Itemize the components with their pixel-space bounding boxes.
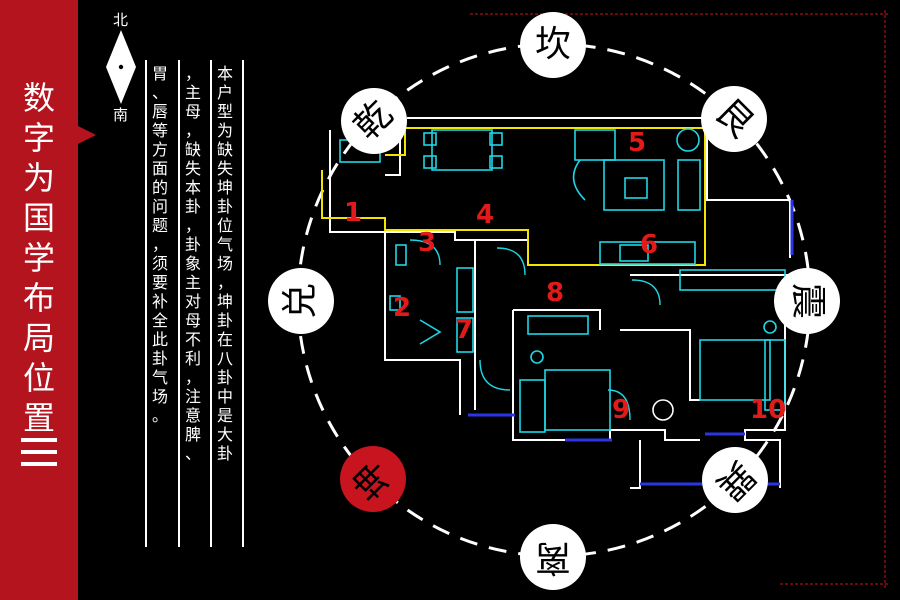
title-char: 国	[22, 199, 55, 237]
title-char: 位	[22, 359, 55, 397]
compass-needle-icon	[106, 30, 136, 104]
missing-sector-outline	[321, 127, 706, 266]
section-mark	[21, 438, 57, 474]
banner-arrow	[78, 126, 96, 144]
column-rule	[145, 60, 147, 547]
room-number: 2	[393, 293, 412, 323]
title-char: 为	[22, 159, 55, 197]
room-number: 5	[628, 128, 647, 158]
column-rule	[178, 60, 180, 547]
room-number: 6	[640, 230, 659, 260]
trigram-li: 离	[520, 524, 586, 590]
slide-title: 数字为国学布局位置	[14, 78, 64, 438]
room-number: 4	[476, 200, 495, 230]
title-char: 学	[22, 239, 55, 277]
door-swings	[409, 239, 661, 421]
room-number: 7	[455, 315, 474, 345]
title-char: 局	[22, 319, 55, 357]
room-number: 8	[546, 278, 565, 308]
title-char: 数	[22, 79, 55, 117]
room-number: 3	[418, 228, 437, 258]
north-label: 北	[113, 11, 129, 29]
room-number: 10	[750, 395, 787, 425]
title-banner	[0, 0, 78, 600]
trigram-zhen: 震	[774, 268, 840, 334]
trigram-dui: 兑	[268, 268, 334, 334]
text-column: ，主母，缺失本卦，卦象主对母不利，注意脾、	[184, 64, 201, 463]
room-number: 9	[612, 395, 631, 425]
title-char: 置	[22, 399, 55, 437]
furniture	[339, 128, 786, 433]
room-number: 1	[344, 198, 363, 228]
text-column: 本户型为缺失坤卦位气场，坤卦在八卦中是大卦	[216, 64, 233, 463]
column-rule	[210, 60, 212, 547]
title-char: 布	[22, 279, 55, 317]
south-label: 南	[113, 106, 129, 124]
title-char: 字	[22, 119, 55, 157]
text-column: 胃、唇等方面的问题，须要补全此卦气场。	[151, 64, 168, 425]
trigram-kan: 坎	[520, 12, 586, 78]
column-rule	[242, 60, 244, 547]
